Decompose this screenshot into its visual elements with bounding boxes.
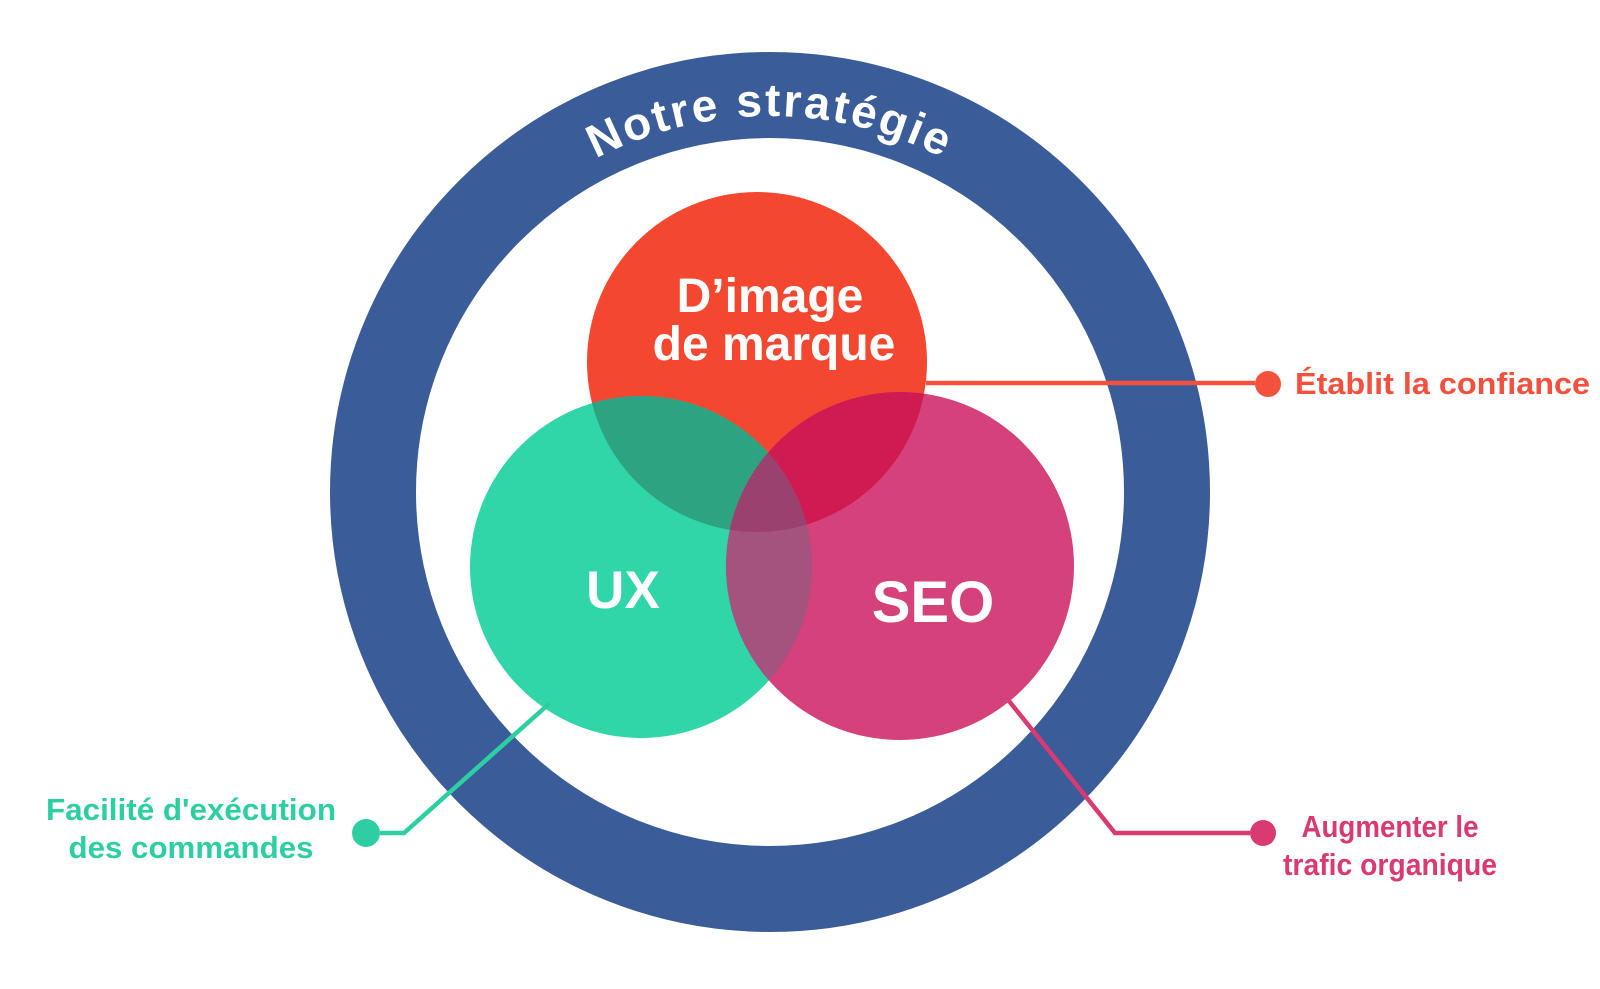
callout-trafic-line [1007, 699, 1250, 836]
brand-seo-overlap [726, 392, 927, 532]
callout-commandes-dot [352, 819, 380, 847]
callout-commandes-line [380, 701, 552, 836]
callout-commandes: Facilité d'exécution des commandes [46, 701, 552, 865]
callout-commandes-label-line2: des commandes [69, 830, 314, 865]
callout-trafic-label-line2: trafic organique [1283, 847, 1497, 882]
ux-circle-label: UX [586, 561, 660, 620]
callout-confiance-label: Établit la confiance [1295, 366, 1590, 401]
strategy-ring [330, 52, 1210, 932]
callout-trafic-dot [1250, 820, 1276, 846]
callout-commandes-label-line1: Facilité d'exécution [46, 792, 336, 827]
brand-ux-overlap [587, 396, 812, 532]
callout-confiance-dot [1255, 371, 1281, 397]
callout-confiance: Établit la confiance [926, 366, 1590, 401]
callout-trafic-label-line1: Augmenter le [1302, 809, 1479, 844]
seo-circle-label: SEO [872, 570, 995, 635]
brand-circle-label-line2: de marque [653, 318, 896, 371]
callout-trafic: Augmenter le trafic organique [1007, 699, 1497, 882]
brand-circle-label-line1: D’image [677, 270, 864, 323]
